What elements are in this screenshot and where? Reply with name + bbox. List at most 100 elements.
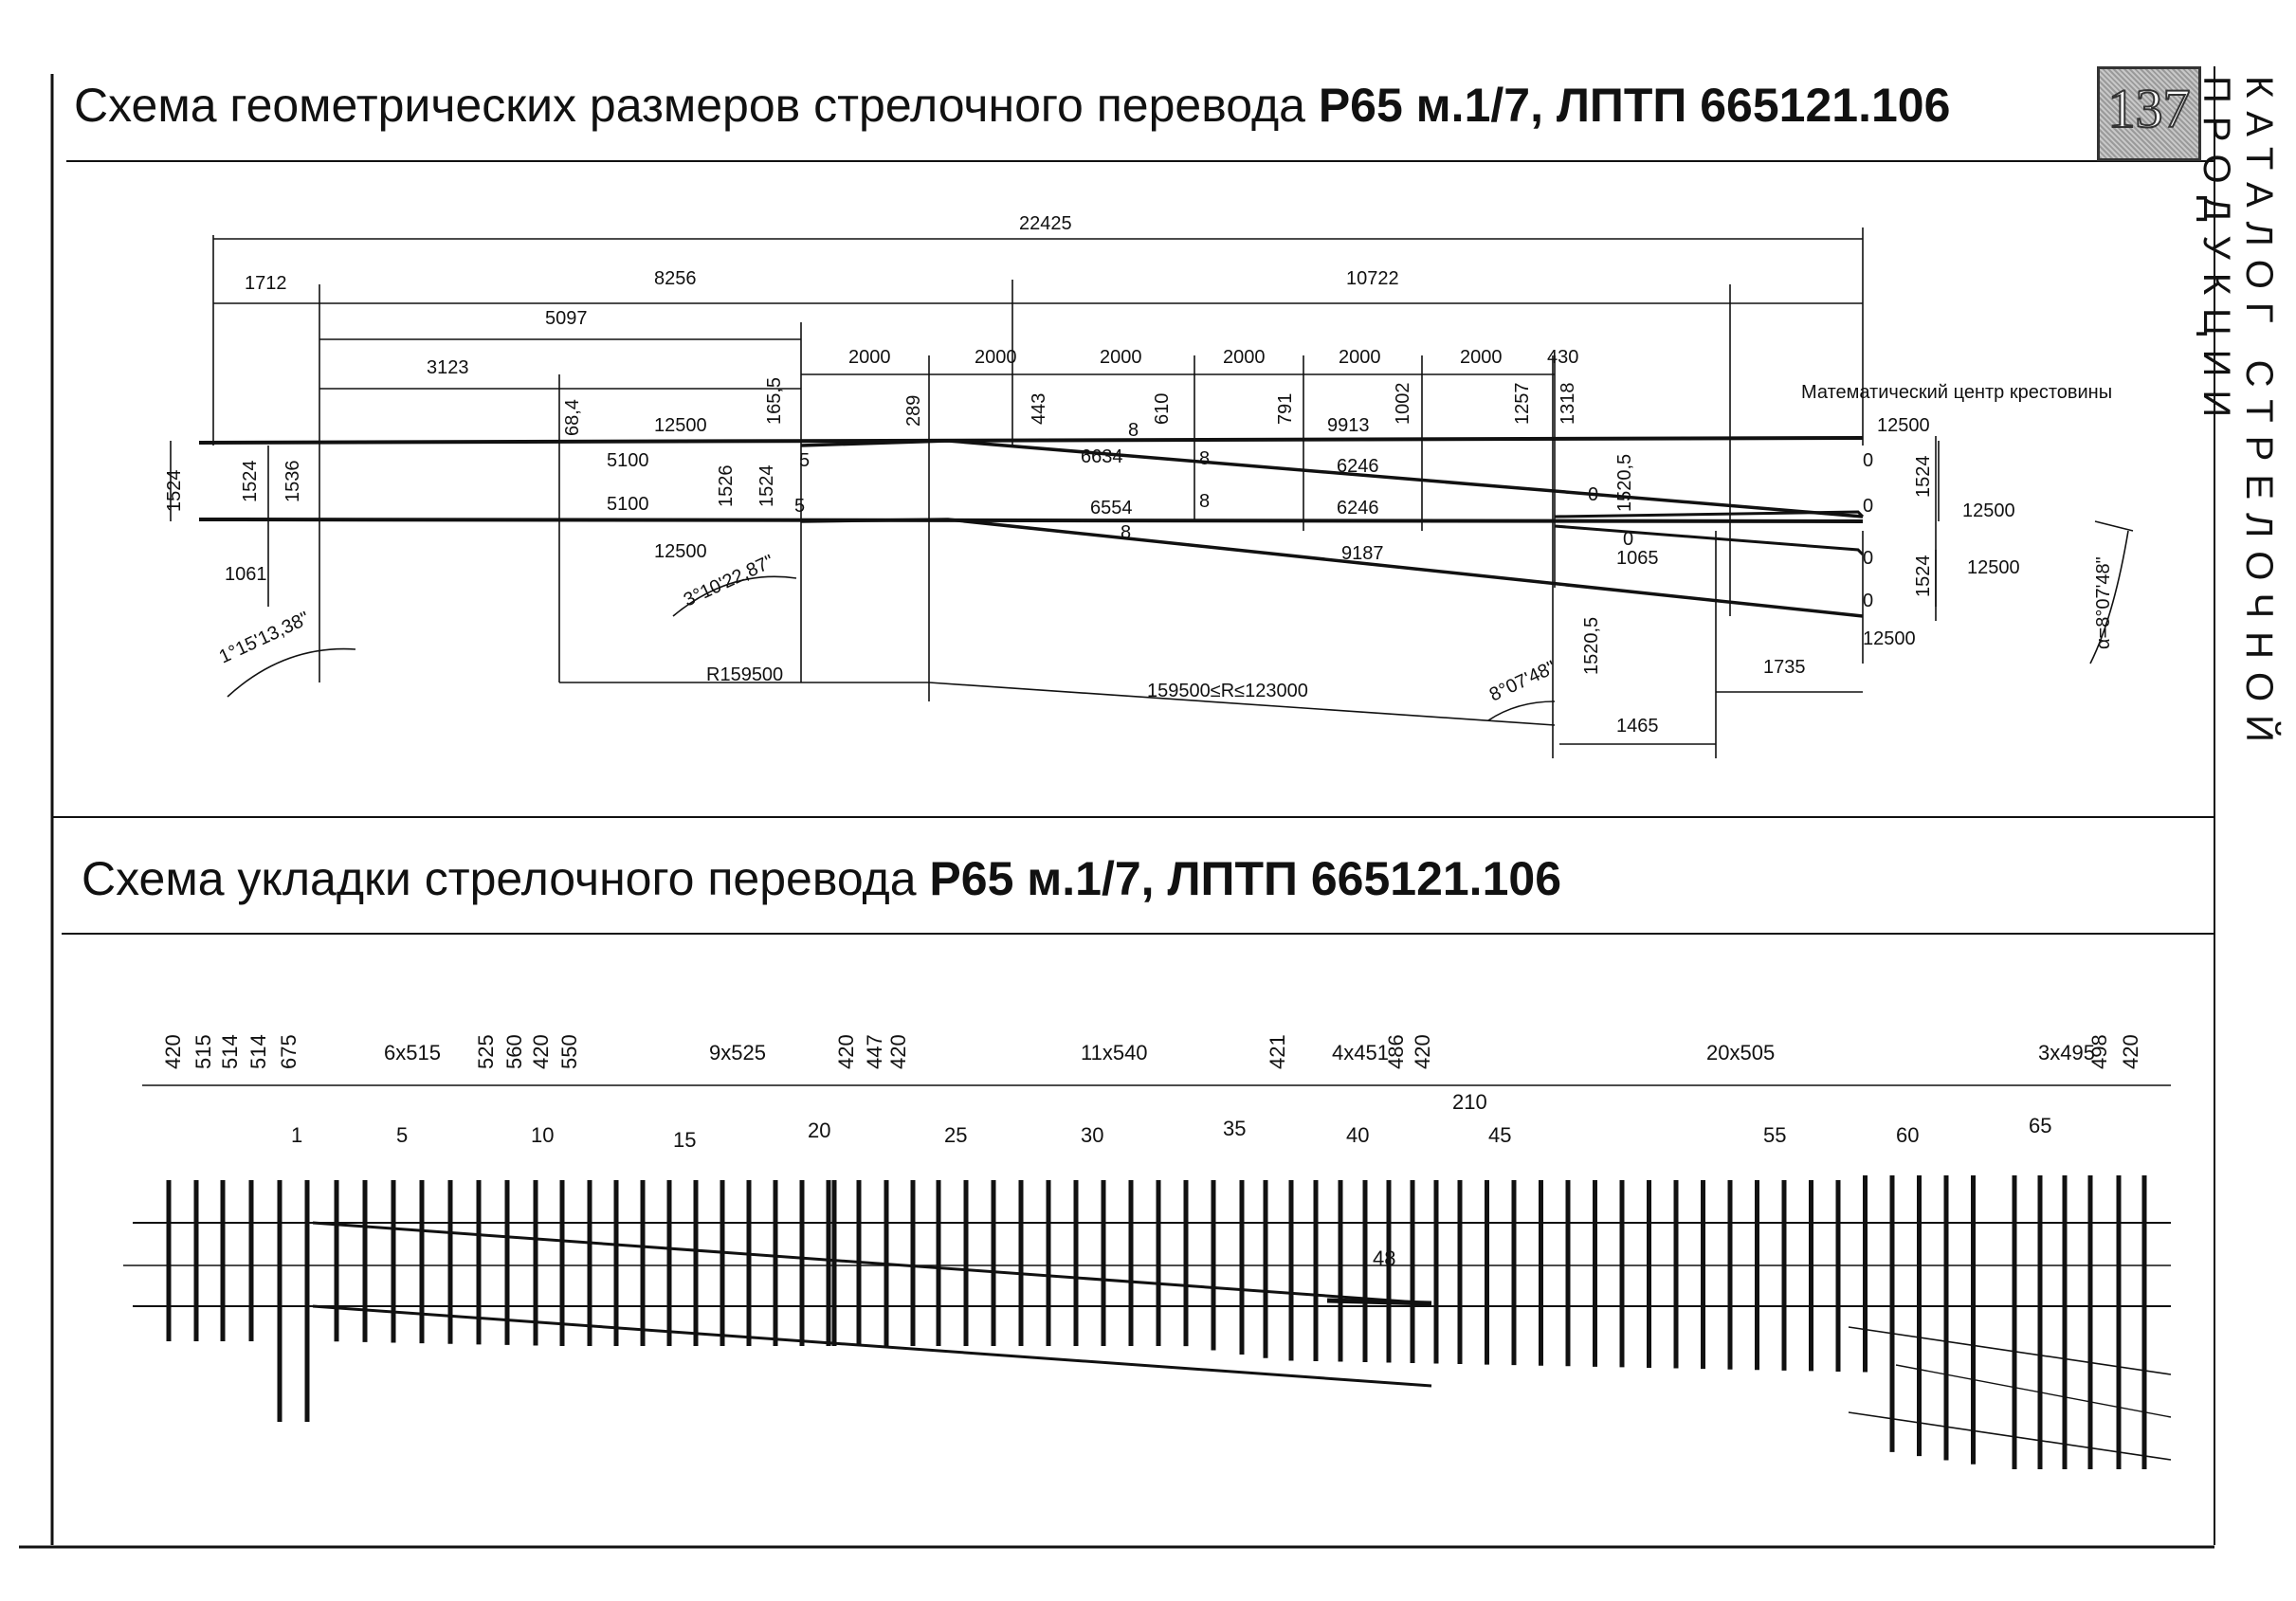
spacing-label: 420: [1411, 1034, 1434, 1069]
dim-2000-c: 2000: [1100, 347, 1142, 368]
title-normal: Схема геометрических размеров стрелочног…: [74, 79, 1319, 132]
dim-6246-b: 6246: [1337, 498, 1379, 519]
math-center-label: Математический центр крестовины: [1801, 382, 2112, 403]
dim-5-a: 5: [799, 450, 810, 471]
dim-6246-a: 6246: [1337, 456, 1379, 477]
spacing-label: 420: [161, 1034, 185, 1069]
tie-number: 1: [291, 1123, 302, 1147]
dim-1061: 1061: [225, 564, 267, 585]
dim-8256: 8256: [654, 268, 697, 289]
page-number: 137: [2107, 77, 2192, 140]
dim-5-b: 5: [794, 496, 805, 517]
dim-0-a: 0: [1588, 484, 1598, 505]
spacing-label: 514: [246, 1034, 270, 1069]
spacing-label: 420: [886, 1034, 910, 1069]
rail-diverging-1: [312, 1221, 1432, 1305]
dim-1257: 1257: [1512, 383, 1533, 426]
rail-side-2: [1848, 1411, 2172, 1461]
spacing-label: 447: [863, 1034, 886, 1069]
spacing-label: 3x495: [2038, 1041, 2095, 1064]
dim-3123: 3123: [427, 357, 469, 378]
dim-1520-5-top: 1520,5: [1614, 454, 1635, 512]
spacing-label: 421: [1266, 1034, 1289, 1069]
spacing-label: 486: [1384, 1034, 1408, 1069]
radius-2: 159500≤R≤123000: [1147, 681, 1308, 701]
tie-number: 40: [1346, 1123, 1369, 1147]
page-number-badge: 137: [2097, 66, 2201, 161]
radius-1: R159500: [706, 664, 783, 685]
dim-2000-d: 2000: [1223, 347, 1266, 368]
dim-8-a: 8: [1128, 420, 1139, 441]
dim-2000-e: 2000: [1339, 347, 1381, 368]
spacing-label: 498: [2087, 1034, 2111, 1069]
dim-0-e: 0: [1863, 548, 1873, 569]
dim-5100-top: 5100: [607, 450, 649, 471]
spacing-label: 20x505: [1706, 1041, 1775, 1064]
section-title-bold: Р65 м.1/7, ЛПТП 665121.106: [929, 852, 1561, 905]
dim-1536: 1536: [282, 461, 303, 503]
dim-430: 430: [1547, 347, 1578, 368]
dim-5100-bot: 5100: [607, 494, 649, 515]
dim-12500-r4: 12500: [1863, 628, 1916, 649]
dim-1002: 1002: [1393, 383, 1413, 426]
spacing-label: 514: [218, 1034, 242, 1069]
dim-12500-r3: 12500: [1967, 557, 2020, 578]
dim-8-d: 8: [1121, 522, 1131, 543]
dim-10722: 10722: [1346, 268, 1399, 289]
spacing-label: 525: [474, 1034, 498, 1069]
dim-1065: 1065: [1616, 548, 1659, 569]
dim-5097: 5097: [545, 308, 588, 329]
dim-8-b: 8: [1199, 448, 1210, 469]
spacing-label: 420: [2119, 1034, 2142, 1069]
dim-1524-mid: 1524: [756, 465, 777, 508]
dim-0-d: 0: [1863, 496, 1873, 517]
dim-610: 610: [1152, 393, 1173, 425]
tie-number: 55: [1763, 1123, 1786, 1147]
title-bold: Р65 м.1/7, ЛПТП 665121.106: [1318, 79, 1951, 132]
dim-791: 791: [1275, 393, 1296, 425]
dim-0-b: 0: [1623, 529, 1633, 550]
tie-number: 25: [944, 1123, 967, 1147]
page-title: Схема геометрических размеров стрелочног…: [74, 78, 1950, 133]
spacing-label: 515: [191, 1034, 215, 1069]
tie-number: 45: [1488, 1123, 1511, 1147]
tie-number: 20: [808, 1119, 830, 1142]
section-title: Схема укладки стрелочного перевода Р65 м…: [82, 851, 1561, 906]
spacing-label: 11x540: [1081, 1041, 1148, 1064]
spacing-label: 4x451: [1332, 1041, 1389, 1064]
dim-165-5: 165,5: [764, 377, 785, 425]
dim-1735: 1735: [1763, 657, 1806, 678]
spacing-label: 9x525: [709, 1041, 766, 1064]
tie-number: 30: [1081, 1123, 1103, 1147]
tie-number: 65: [2029, 1114, 2051, 1137]
rail-side-axis: [1895, 1364, 2172, 1418]
tie-number: 10: [531, 1123, 554, 1147]
dim-1465: 1465: [1616, 716, 1659, 737]
frog: [1326, 1298, 1432, 1306]
dim-12500-r1: 12500: [1877, 415, 1930, 436]
tie-number: 5: [396, 1123, 408, 1147]
dim-12500-bot: 12500: [654, 541, 707, 562]
dim-1524-left: 1524: [164, 470, 185, 513]
tie-number: 60: [1896, 1123, 1919, 1147]
side-caption: КАТАЛОГ СТРЕЛОЧНОЙ ПРОДУКЦИИ: [2196, 76, 2280, 755]
spacing-label: 550: [557, 1034, 581, 1069]
dim-2000-b: 2000: [975, 347, 1017, 368]
dim-1524-right2: 1524: [1913, 555, 1934, 598]
dim-0-c: 0: [1863, 450, 1873, 471]
angle-alpha: α=8°07'48": [2093, 556, 2114, 649]
dim-1526: 1526: [716, 465, 737, 508]
tie-number: 15: [673, 1128, 696, 1152]
dim-289: 289: [903, 395, 924, 427]
dim-6554: 6554: [1090, 498, 1133, 519]
dim-total: 22425: [1019, 213, 1072, 234]
spacing-label: 560: [502, 1034, 526, 1069]
dim-48: 48: [1373, 1246, 1395, 1270]
dim-0-f: 0: [1863, 591, 1873, 611]
dim-443: 443: [1029, 393, 1049, 425]
dim-9913: 9913: [1327, 415, 1370, 436]
spacing-label: 6x515: [384, 1041, 441, 1064]
dim-68-4: 68,4: [562, 399, 583, 436]
